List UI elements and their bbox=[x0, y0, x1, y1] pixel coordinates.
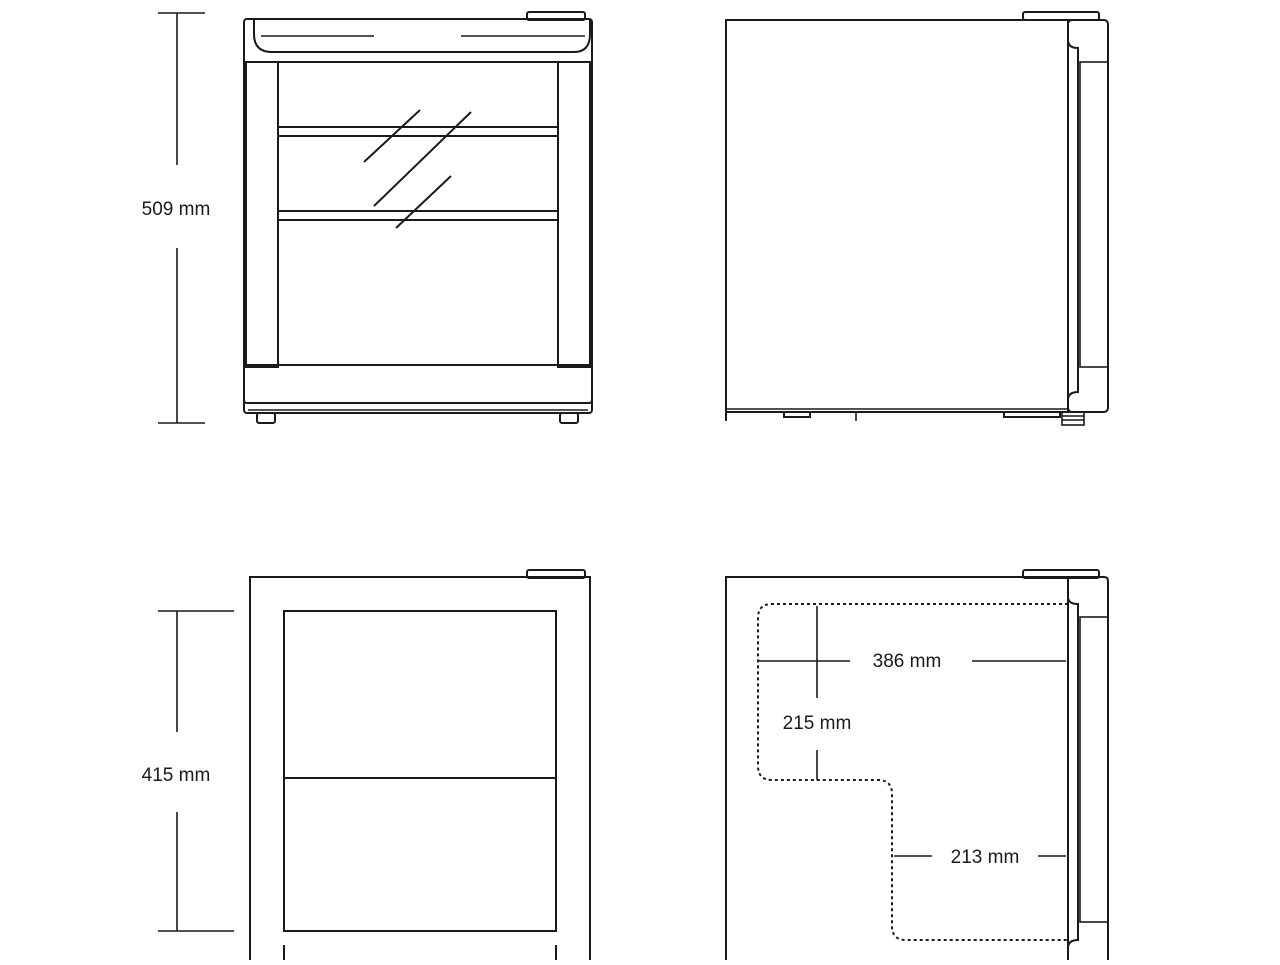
shelf-lower bbox=[277, 210, 559, 221]
height-label-415: 415 mm bbox=[142, 765, 211, 786]
depth-dimension-386: 386 mm bbox=[758, 651, 1066, 672]
height-label-509: 509 mm bbox=[142, 199, 211, 220]
door-frame-right bbox=[557, 61, 591, 368]
compartment-upper bbox=[283, 610, 557, 779]
door-profile-section bbox=[1068, 576, 1109, 965]
foot-left bbox=[256, 412, 276, 424]
interior-cabinet-outline bbox=[249, 576, 591, 965]
front-view-glass-door: 509 mm bbox=[142, 11, 593, 424]
top-header-bar bbox=[253, 19, 591, 53]
depth-label-386: 386 mm bbox=[873, 651, 942, 672]
foot-side-left bbox=[783, 412, 811, 418]
height-dimension-509: 509 mm bbox=[142, 12, 211, 424]
depth-dimension-213: 213 mm bbox=[894, 847, 1066, 868]
side-view-exterior bbox=[725, 11, 1109, 426]
top-control-panel-side bbox=[1022, 11, 1100, 21]
side-body-outline bbox=[725, 19, 1069, 421]
height-dimension-415: 415 mm bbox=[142, 610, 234, 932]
height-label-215: 215 mm bbox=[783, 713, 852, 734]
section-body-outline bbox=[725, 576, 1069, 965]
foot-side-right bbox=[1003, 412, 1061, 418]
base-plinth bbox=[243, 364, 593, 404]
side-view-interior-section: 386 mm 215 mm 213 mm bbox=[725, 569, 1109, 965]
shelf-upper bbox=[277, 126, 559, 137]
adjustable-foot-icon bbox=[1061, 411, 1085, 426]
door-frame-left bbox=[245, 61, 279, 368]
front-view-interior: 415 mm bbox=[142, 569, 591, 965]
height-dimension-215: 215 mm bbox=[783, 606, 852, 780]
depth-label-213: 213 mm bbox=[951, 847, 1020, 868]
cabinet-outline bbox=[243, 18, 593, 414]
glass-reflection-icon bbox=[363, 109, 472, 229]
foot-right bbox=[559, 412, 579, 424]
interior-space-outline bbox=[757, 603, 1068, 941]
door-profile bbox=[1067, 19, 1109, 413]
compartment-lower bbox=[283, 777, 557, 932]
